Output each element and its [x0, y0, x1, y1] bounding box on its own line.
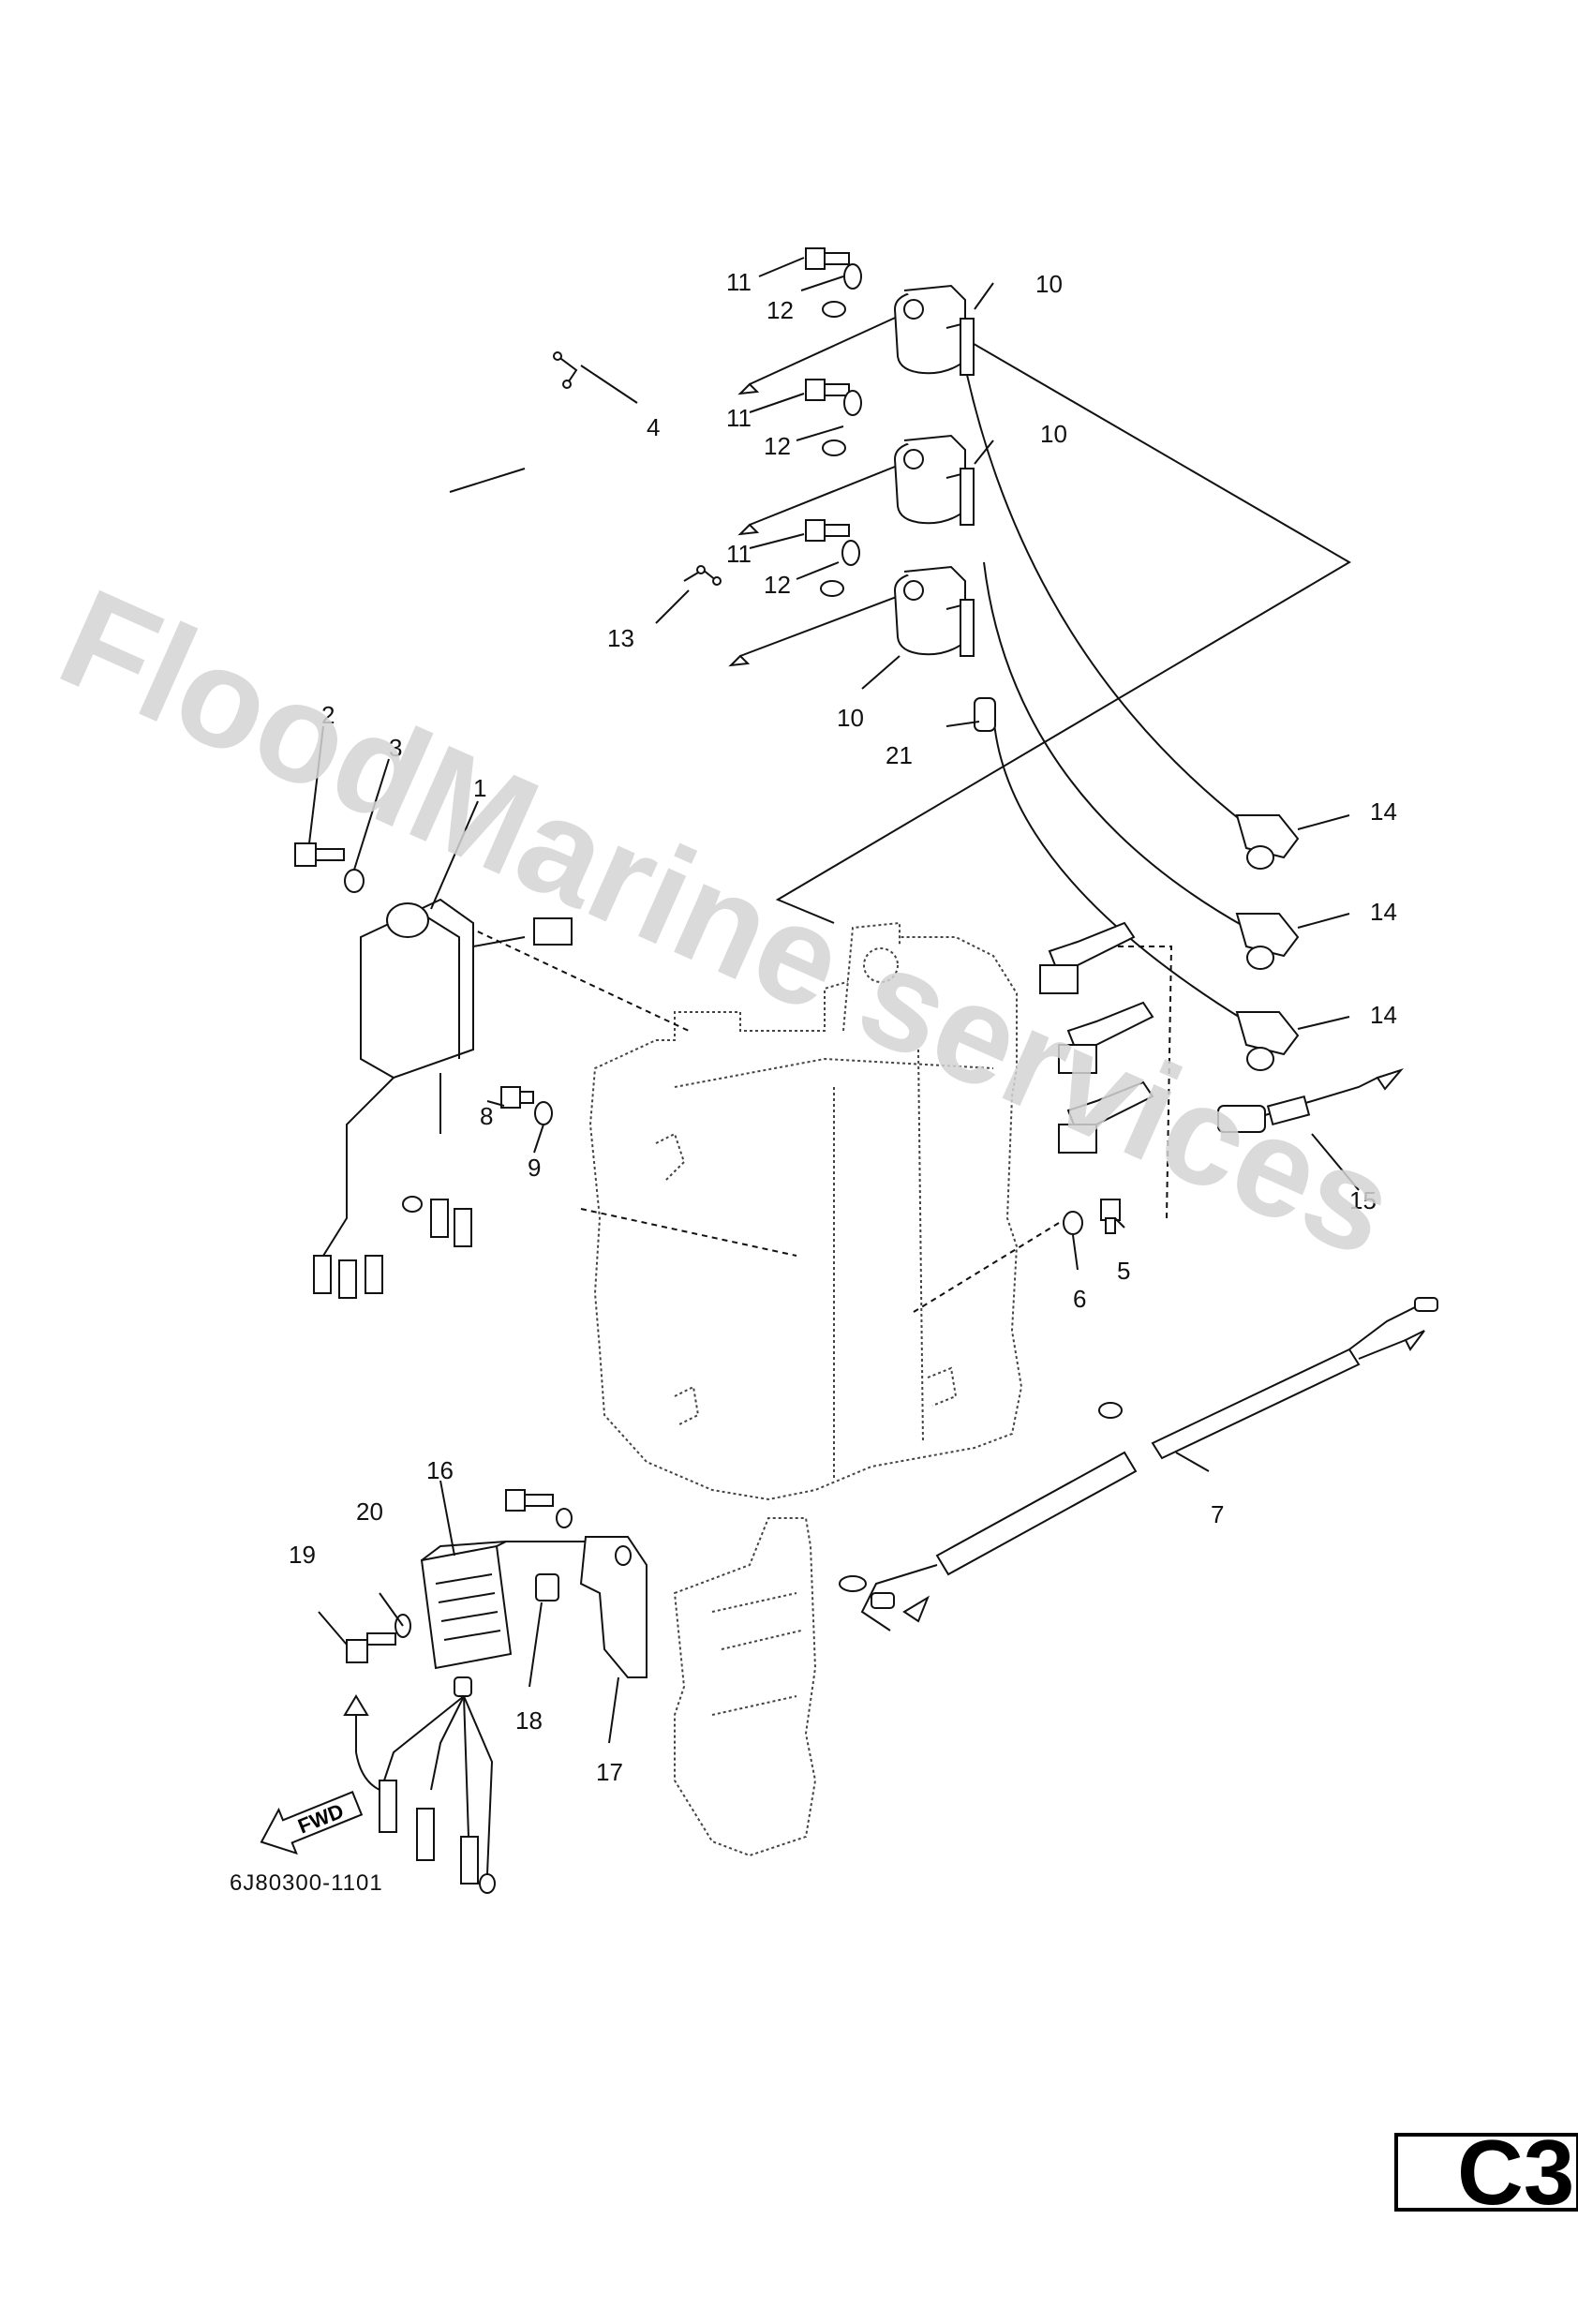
callout-12-b: 12 [764, 432, 791, 460]
callout-3: 3 [389, 734, 402, 762]
bolt-8-washer-9 [500, 1086, 553, 1125]
callout-16: 16 [426, 1456, 454, 1484]
coil-bolts-and-washers [805, 247, 862, 597]
bolt-19-washer-20 [346, 1614, 411, 1663]
clip-4 [553, 351, 578, 389]
engine-block-outline [588, 921, 1023, 1501]
clip-13 [683, 565, 722, 586]
callout-12-a: 12 [767, 296, 794, 324]
callout-14-c: 14 [1370, 1001, 1397, 1029]
cdi-unit-1 [313, 898, 573, 1299]
sensor-15 [1217, 1067, 1405, 1133]
spark-plugs [1039, 921, 1154, 1154]
coil-lead-2 [983, 561, 1247, 929]
plug-cap-2 [1235, 913, 1300, 970]
coupler-18 [535, 1573, 559, 1601]
callout-13: 13 [607, 624, 634, 652]
ignition-coil-3 [728, 565, 975, 667]
callout-10-b: 10 [1040, 420, 1067, 448]
callout-4: 4 [647, 413, 660, 441]
callout-9: 9 [528, 1154, 541, 1182]
leader-line-plug-cable [1106, 946, 1173, 1219]
callout-7: 7 [1211, 1500, 1224, 1528]
coil-lead-3 [992, 711, 1247, 1022]
ignition-coil-2 [737, 434, 975, 536]
leader-line-bolt-5 [913, 1222, 1060, 1313]
callout-11-a: 11 [726, 268, 752, 296]
callout-17: 17 [596, 1758, 623, 1786]
callout-11-c: 11 [726, 540, 752, 568]
bolt-2-washer-3 [294, 842, 365, 893]
coil-lead-1 [966, 374, 1247, 826]
leader-line-ignition-unit [449, 917, 690, 1032]
callout-15: 15 [1349, 1186, 1377, 1214]
callout-18: 18 [515, 1706, 543, 1735]
fwd-arrow-icon: FWD [260, 1791, 364, 1855]
coil-bracket-line [775, 327, 1351, 924]
plug-cap-1 [1235, 814, 1300, 870]
callout-19: 19 [289, 1541, 316, 1569]
callout-1: 1 [473, 774, 486, 802]
grommet-21 [974, 697, 996, 732]
electrical-bracket-housing [673, 1517, 817, 1857]
callout-14-b: 14 [1370, 898, 1397, 926]
bracket-17 [505, 1489, 648, 1678]
callout-leaders [308, 257, 1360, 1744]
callout-14-a: 14 [1370, 797, 1397, 826]
callout-2: 2 [321, 701, 335, 729]
sheet-label: C3 [1457, 2121, 1574, 2224]
plug-cap-3 [1235, 1011, 1300, 1071]
callout-10-a: 10 [1035, 270, 1063, 298]
callout-11-b: 11 [726, 404, 752, 432]
wire-harness-7 [839, 1297, 1438, 1631]
callout-6: 6 [1073, 1285, 1086, 1313]
bolt-5-washer-6 [1063, 1199, 1121, 1235]
callout-10-c: 10 [837, 704, 864, 732]
callout-5: 5 [1117, 1257, 1130, 1285]
callout-21: 21 [886, 741, 913, 769]
callout-12-c: 12 [764, 571, 791, 599]
sheet-label-box: C3 [1394, 2121, 1578, 2224]
rectifier-regulator-16 [343, 1541, 513, 1894]
callout-8: 8 [480, 1102, 493, 1130]
callout-20: 20 [356, 1497, 383, 1526]
ignition-coil-1 [737, 284, 975, 395]
drawing-code: 6J80300-1101 [230, 1870, 383, 1896]
